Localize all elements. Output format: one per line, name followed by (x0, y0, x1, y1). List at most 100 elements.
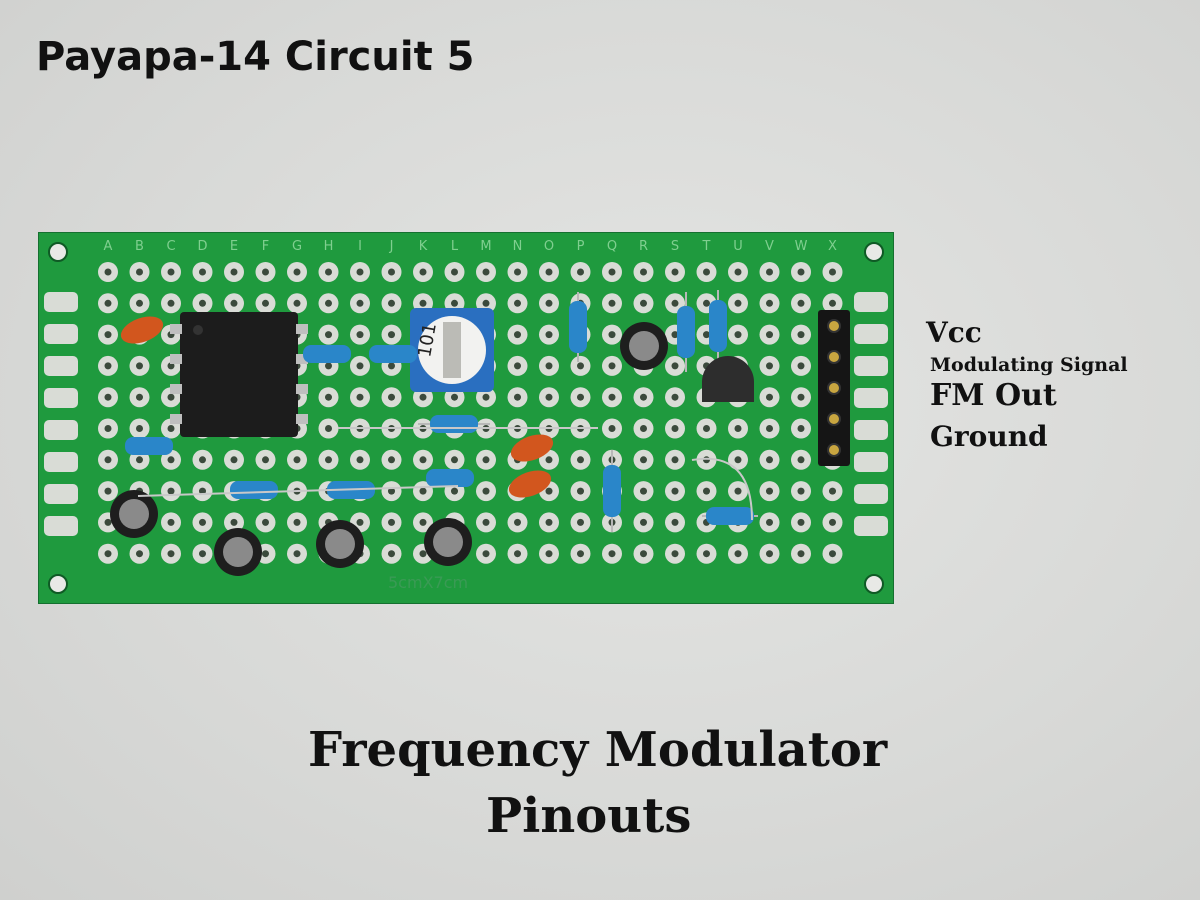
column-letter: K (419, 239, 428, 254)
pad-hole (388, 299, 395, 307)
pad-hole (703, 425, 710, 432)
header-pin (827, 381, 841, 395)
pad-hole (514, 362, 521, 370)
pad-hole (419, 268, 427, 276)
pad-hole (325, 331, 332, 339)
pad-hole (325, 393, 332, 401)
pad-hole (356, 518, 364, 526)
pad-hole (671, 550, 679, 558)
pad-hole (734, 299, 742, 307)
pad-hole (545, 550, 553, 558)
capacitor-top (325, 529, 355, 559)
capacitor-top (119, 499, 149, 529)
edge-pad-left (44, 356, 78, 376)
pad-hole (356, 456, 364, 464)
pad-hole (766, 268, 773, 276)
pad-hole (262, 456, 269, 464)
pad-hole (797, 550, 805, 558)
pad-hole (230, 518, 238, 526)
pad-hole (766, 362, 773, 370)
pad-hole (766, 518, 773, 526)
pad-hole (608, 331, 616, 339)
pad-hole (325, 299, 332, 307)
pad-hole (293, 456, 301, 464)
pad-hole (797, 331, 805, 339)
pad-hole (640, 456, 647, 464)
pad-hole (514, 331, 521, 339)
column-letter: C (166, 239, 175, 254)
column-letter: E (230, 239, 238, 254)
pad-hole (734, 268, 742, 276)
pad-hole (199, 299, 206, 307)
edge-pad-right (854, 484, 888, 504)
pad-hole (167, 425, 175, 432)
pad-hole (577, 487, 584, 495)
resistor (709, 300, 727, 352)
edge-pad-left (44, 324, 78, 344)
pad-hole (734, 550, 742, 558)
pad-hole (451, 268, 458, 276)
capacitor-top (629, 331, 659, 361)
resistor (430, 415, 478, 433)
pad-hole (167, 456, 175, 464)
pad-hole (388, 362, 395, 370)
pad-hole (356, 393, 364, 401)
pad-hole (199, 456, 206, 464)
pin-label-vcc: Vcc (926, 316, 982, 349)
pad-hole (797, 487, 805, 495)
pad-hole (104, 393, 112, 401)
pad-hole (734, 331, 742, 339)
resistor (230, 481, 278, 499)
column-letter: N (513, 239, 523, 254)
ic-pin (170, 384, 182, 394)
ic-pin (170, 354, 182, 364)
pad-hole (671, 331, 679, 339)
resistor (677, 306, 695, 358)
header-pin (827, 412, 841, 426)
pad-hole (136, 550, 143, 558)
pad-hole (577, 268, 584, 276)
capacitor-top (223, 537, 253, 567)
column-letter: F (262, 239, 269, 254)
pad-hole (482, 550, 490, 558)
pad-hole (293, 299, 301, 307)
pad-hole (829, 268, 836, 276)
pad-hole (545, 487, 553, 495)
jumper-wire (137, 485, 459, 497)
pad-hole (671, 299, 679, 307)
pad-hole (388, 331, 395, 339)
pin-label-fm-out: FM Out (930, 378, 1057, 413)
dip8-ic (180, 312, 298, 437)
pad-hole (545, 268, 553, 276)
pad-hole (325, 362, 332, 370)
mounting-hole (48, 242, 68, 262)
pad-hole (104, 362, 112, 370)
pad-hole (829, 518, 836, 526)
pad-hole (640, 487, 647, 495)
ceramic-capacitor (508, 470, 552, 498)
pad-hole (797, 362, 805, 370)
pad-hole (451, 456, 458, 464)
pad-hole (734, 425, 742, 432)
page-title: Payapa-14 Circuit 5 (36, 34, 475, 80)
jumper-wire (691, 457, 753, 521)
column-letter: U (733, 239, 743, 254)
pin-label-modulating-signal: Modulating Signal (930, 354, 1128, 376)
pad-hole (766, 331, 773, 339)
pad-hole (451, 299, 458, 307)
pad-hole (829, 299, 836, 307)
column-letter: W (795, 239, 808, 254)
edge-pad-right (854, 356, 888, 376)
resistor (569, 301, 587, 353)
silkscreen-text: 5cmX7cm (388, 573, 468, 592)
pad-hole (766, 299, 773, 307)
pad-hole (136, 362, 143, 370)
column-letter: D (197, 239, 207, 254)
pad-hole (199, 550, 206, 558)
pad-hole (356, 331, 364, 339)
ic-pin (296, 354, 308, 364)
pad-hole (766, 393, 773, 401)
pad-hole (325, 456, 332, 464)
ceramic-capacitor (510, 434, 554, 462)
